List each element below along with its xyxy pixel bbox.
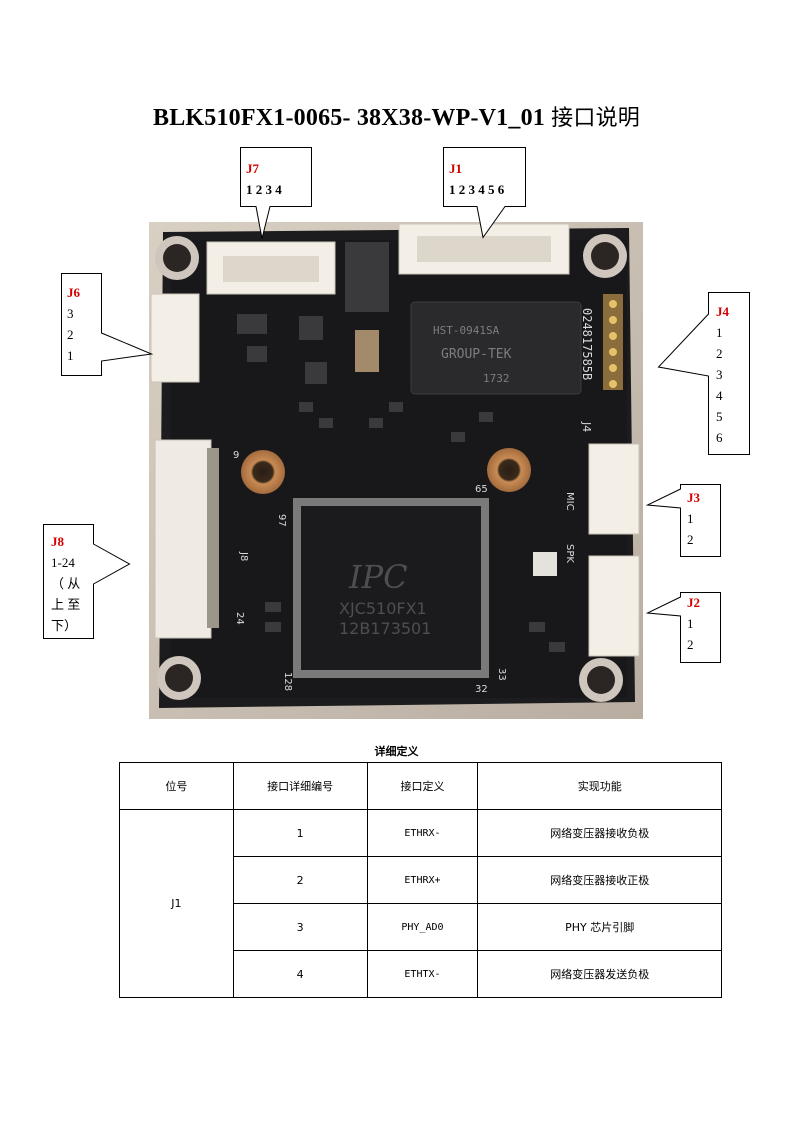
callout-j3-frame — [645, 484, 721, 557]
callout-j2-pin: 2 — [687, 637, 694, 652]
transformer-text-2: GROUP-TEK — [441, 347, 512, 362]
column-header-position: 位号 — [119, 762, 234, 810]
callout-j3-pin: 1 — [687, 511, 694, 526]
callout-j2-pin: 1 — [687, 616, 694, 631]
board-photo: HST-0941SA GROUP-TEK 1732 024817585B J4 … — [149, 222, 643, 719]
chip-brand: IPC — [348, 558, 408, 596]
title-interface-description: 接口说明 — [551, 106, 640, 131]
cell-pin-number: 2 — [232, 856, 368, 904]
cell-function: 网络变压器发送负极 — [477, 950, 722, 998]
callout-j8-line: 下） — [51, 618, 78, 633]
callout-j7: J7 1 2 3 4 — [240, 147, 312, 239]
callout-j4-label: J4 — [716, 304, 729, 319]
table-row: 3 PHY_AD0 PHY 芯片引脚 — [120, 903, 722, 951]
callout-j6-pin: 3 — [67, 306, 74, 321]
silkscreen-9: 9 — [233, 450, 239, 461]
interface-detail-table: 位号 接口详细编号 接口定义 实现功能 J1 1 ETHRX- 网络变压器接收负… — [119, 762, 722, 998]
callout-j2-label: J2 — [687, 595, 700, 610]
cell-definition: ETHRX- — [366, 809, 479, 857]
silkscreen-serial: 024817585B — [580, 308, 594, 380]
callout-j4-pin: 6 — [716, 430, 723, 445]
column-header-function: 实现功能 — [477, 762, 722, 810]
silkscreen-32: 32 — [475, 684, 488, 695]
silkscreen-j8: J8 — [238, 551, 249, 561]
silkscreen-128: 128 — [282, 672, 293, 691]
chip-model: XJC510FX1 — [339, 599, 427, 618]
callout-j6-pin: 2 — [67, 327, 74, 342]
cell-function: 网络变压器接收负极 — [477, 809, 722, 857]
silkscreen-j4: J4 — [580, 421, 593, 432]
callout-j8-label: J8 — [51, 534, 64, 549]
callout-j8-line: 上 至 — [51, 597, 81, 612]
transformer-text-3: 1732 — [483, 372, 510, 385]
callout-j4-pin: 4 — [716, 388, 723, 403]
cell-definition: ETHTX- — [366, 950, 479, 998]
callout-j1-frame — [443, 147, 526, 239]
callout-j7-pins: 1 2 3 4 — [246, 182, 282, 197]
silkscreen-spk: SPK — [564, 544, 575, 563]
cell-definition: ETHRX+ — [366, 856, 479, 904]
cell-pin-number: 3 — [232, 903, 368, 951]
callout-j6-pin: 1 — [67, 348, 74, 363]
callout-j1-pins: 1 2 3 4 5 6 — [449, 182, 505, 197]
transformer-text-1: HST-0941SA — [433, 324, 500, 337]
callout-j7-label: J7 — [246, 161, 259, 176]
column-header-pin-number: 接口详细编号 — [232, 762, 368, 810]
callout-j4-frame — [657, 292, 750, 455]
callout-j4-pin: 5 — [716, 409, 723, 424]
cell-pin-number: 1 — [232, 809, 368, 857]
table-caption: 详细定义 — [374, 745, 419, 758]
callout-j6-label: J6 — [67, 285, 80, 300]
cell-function: PHY 芯片引脚 — [477, 903, 722, 951]
callout-j7-frame — [240, 147, 312, 239]
callout-j6-frame — [61, 273, 154, 376]
table-row: 4 ETHTX- 网络变压器发送负极 — [120, 950, 722, 998]
callout-j8: J8 1-24 （ 从 上 至 下） — [43, 524, 131, 639]
callout-j1: J1 1 2 3 4 5 6 — [443, 147, 526, 239]
page-title: BLK510FX1-0065- 38X38-WP-V1_01 接口说明 — [0, 100, 793, 132]
silkscreen-65: 65 — [475, 484, 488, 495]
callout-j8-frame — [43, 524, 131, 639]
table-row: J1 1 ETHRX- 网络变压器接收负极 — [119, 809, 722, 998]
column-header-definition: 接口定义 — [366, 762, 479, 810]
cell-definition: PHY_AD0 — [366, 903, 479, 951]
silkscreen-33: 33 — [496, 668, 507, 681]
cell-designator: J1 — [119, 809, 234, 998]
silkscreen-24: 24 — [234, 612, 245, 625]
callout-j2: J2 1 2 — [645, 592, 721, 663]
silkscreen-97: 97 — [276, 514, 287, 527]
callout-j4: J4 1 2 3 4 5 6 — [657, 292, 750, 455]
table-row: 2 ETHRX+ 网络变压器接收正极 — [120, 856, 722, 904]
callout-j4-pin: 2 — [716, 346, 723, 361]
callout-j3-label: J3 — [687, 490, 700, 505]
callout-j8-line: 1-24 — [51, 555, 75, 570]
title-part-number: BLK510FX1-0065- 38X38-WP-V1_01 — [153, 105, 545, 131]
chip-serial: 12B173501 — [339, 619, 431, 638]
callout-j1-label: J1 — [449, 161, 462, 176]
callout-j8-line: （ 从 — [51, 576, 81, 591]
callout-j3-pin: 2 — [687, 532, 694, 547]
callout-j6: J6 3 2 1 — [61, 273, 154, 376]
callout-j4-pin: 3 — [716, 367, 723, 382]
callout-j2-frame — [645, 592, 721, 663]
table-header-row: 位号 接口详细编号 接口定义 实现功能 — [119, 762, 722, 810]
callout-j3: J3 1 2 — [645, 484, 721, 557]
cell-pin-number: 4 — [232, 950, 368, 998]
callout-j4-pin: 1 — [716, 325, 723, 340]
cell-function: 网络变压器接收正极 — [477, 856, 722, 904]
silkscreen-mic: MIC — [564, 492, 575, 511]
